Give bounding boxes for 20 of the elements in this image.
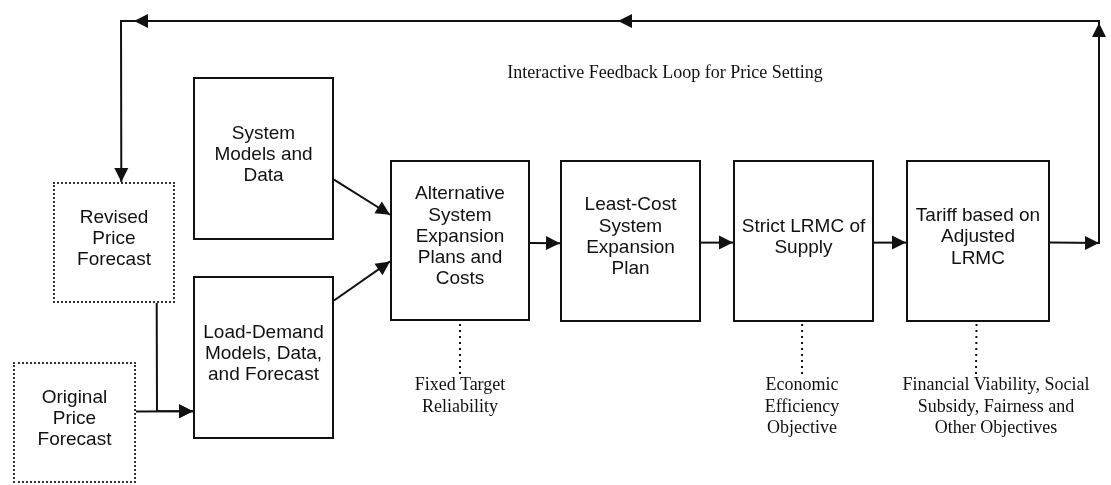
process-box	[560, 160, 701, 322]
dotted-box	[13, 362, 136, 483]
note-text: Economic Efficiency Objective	[763, 374, 841, 439]
edge-label: Interactive Feedback Loop for Price Setting	[504, 62, 826, 83]
process-box	[390, 160, 530, 321]
box-label: Alternative System Expansion Plans and Costs	[414, 182, 506, 289]
process-box	[906, 160, 1050, 322]
box-label: Revised Price Forecast	[76, 205, 152, 270]
note-text: Financial Viability, Social Subsidy, Fairness and Other Objectives	[901, 374, 1091, 439]
box-label: Load-Demand Models, Data, and Forecast	[202, 320, 325, 385]
box-label: Strict LRMC of Supply	[740, 214, 867, 258]
box-label: Original Price Forecast	[36, 385, 113, 450]
process-box	[193, 276, 334, 439]
box-label: Least-Cost System Expansion Plan	[583, 193, 678, 279]
process-box	[733, 160, 874, 322]
box-label: System Models and Data	[213, 121, 314, 186]
box-label: Tariff based on Adjusted LRMC	[914, 204, 1042, 268]
process-box	[193, 77, 334, 240]
dotted-box	[53, 182, 175, 303]
note-text: Fixed Target Reliability	[413, 374, 507, 418]
